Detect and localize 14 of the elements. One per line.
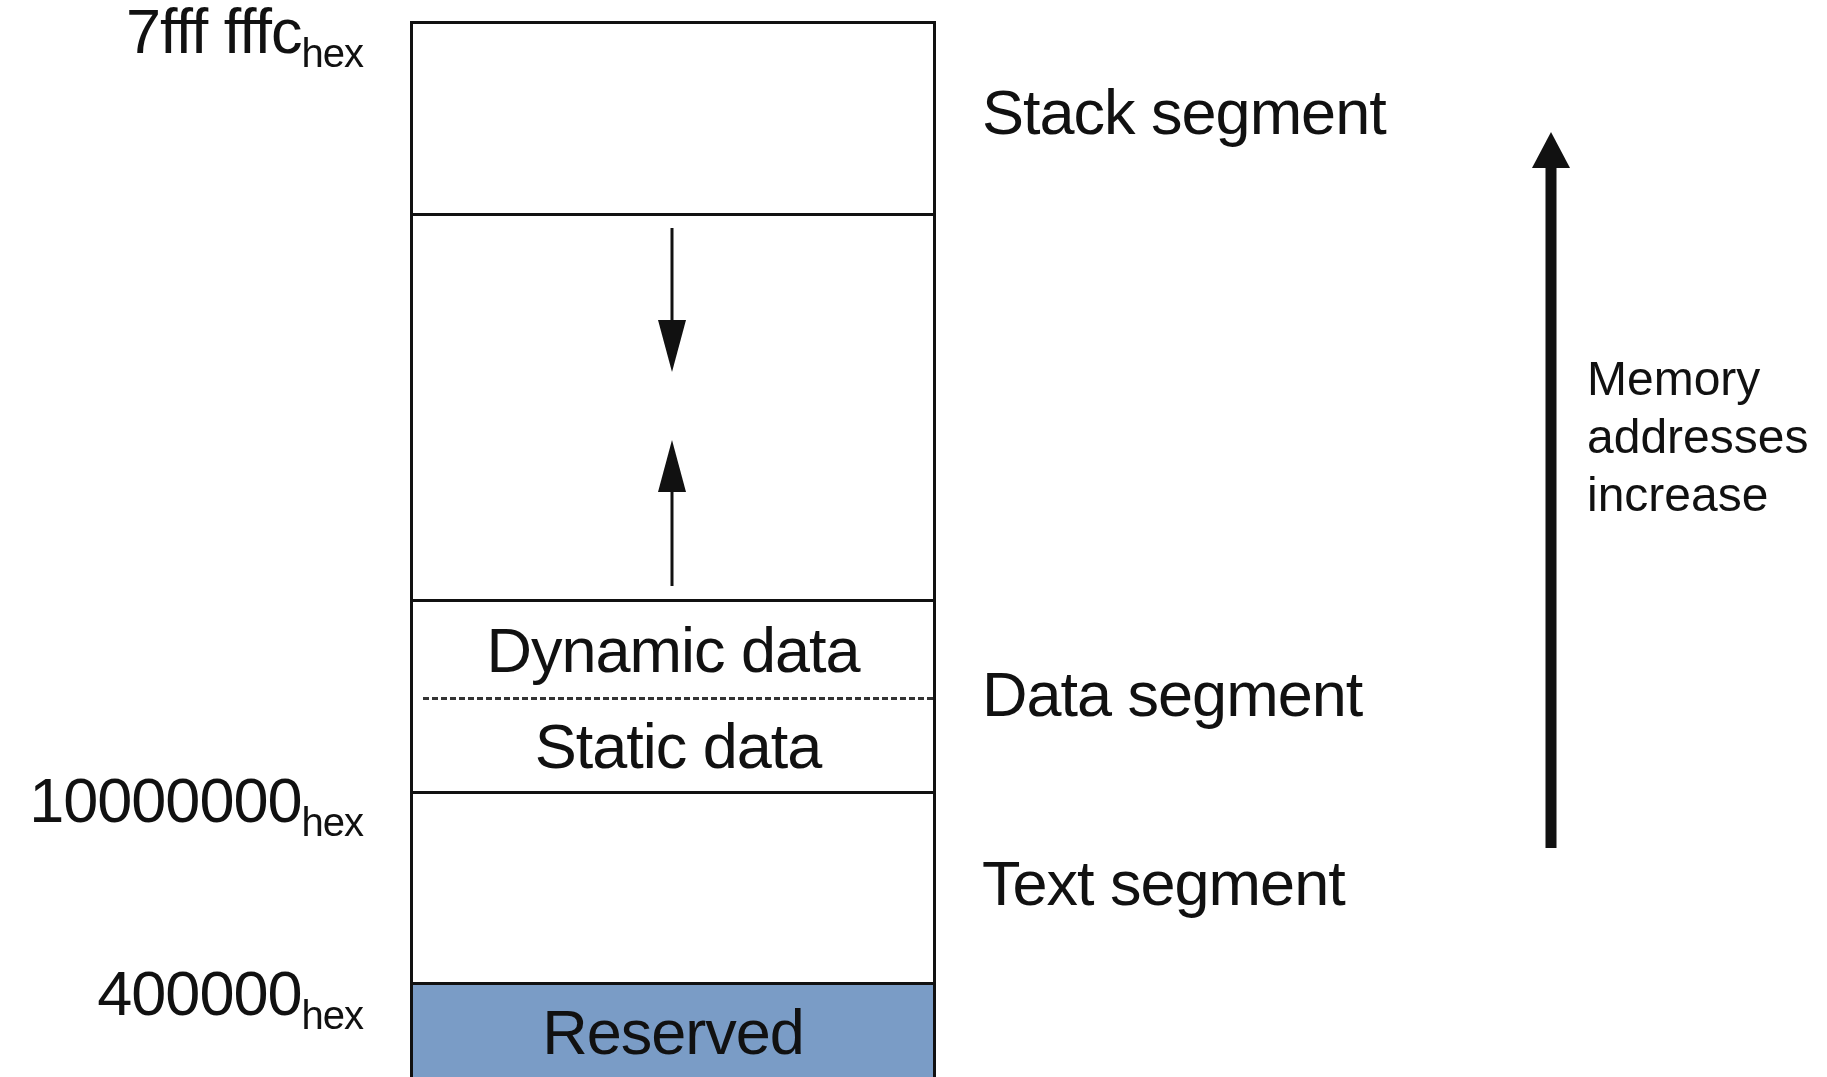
reserved-segment-box <box>410 982 936 1077</box>
segment-name: Stack segment <box>982 76 1386 148</box>
segment-label: Dynamic data <box>486 613 860 686</box>
segment-label: Reserved <box>542 996 804 1068</box>
address-label: 10000000$_{hex}$ <box>29 764 363 845</box>
segment-label: Static data <box>534 709 822 782</box>
note-text: Memory addresses increase <box>1587 351 1810 523</box>
memory-segment-box <box>410 213 936 602</box>
address-label: 400000$_{hex}$ <box>97 957 363 1038</box>
memory-segment-box <box>410 599 936 794</box>
segment-name: Data segment <box>982 658 1363 730</box>
address-label: 7fff fffc$_{hex}$ <box>126 0 363 76</box>
memory-segment-box <box>410 21 936 216</box>
segment-name: Text segment <box>982 847 1345 919</box>
